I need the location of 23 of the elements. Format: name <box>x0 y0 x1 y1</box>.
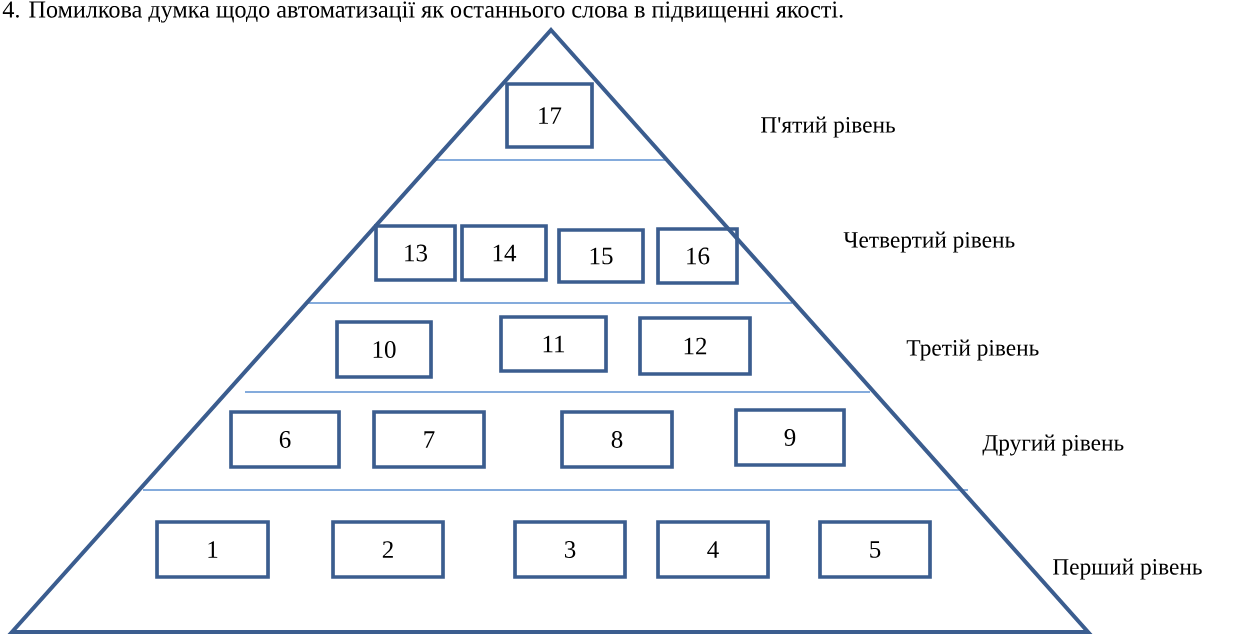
number-box: 9 <box>734 408 846 467</box>
number-box: 17 <box>505 82 594 149</box>
number-box: 1 <box>155 520 270 579</box>
level-label: П'ятий рівень <box>761 116 895 138</box>
number-box: 6 <box>229 410 341 469</box>
number-box: 14 <box>460 224 548 282</box>
number-box: 13 <box>374 224 457 282</box>
number-box: 4 <box>656 520 770 579</box>
level-label: Третій рівень <box>906 339 1039 361</box>
heading: 4. Помилкова думка щодо автоматизації як останнього слова в підвищенні якості. <box>2 1 843 23</box>
number-box: 16 <box>656 227 739 285</box>
number-box: 7 <box>372 410 486 469</box>
level-label: Перший рівень <box>1053 558 1202 580</box>
number-box: 10 <box>335 320 433 379</box>
level-label: Другий рівень <box>982 434 1124 456</box>
number-box: 8 <box>560 410 674 469</box>
number-box: 2 <box>331 520 445 579</box>
number-box: 11 <box>499 315 608 373</box>
number-box: 5 <box>818 520 932 579</box>
number-box: 12 <box>638 316 752 376</box>
level-label: Четвертий рівень <box>843 231 1015 253</box>
number-box: 3 <box>513 520 627 579</box>
number-box: 15 <box>557 228 645 284</box>
